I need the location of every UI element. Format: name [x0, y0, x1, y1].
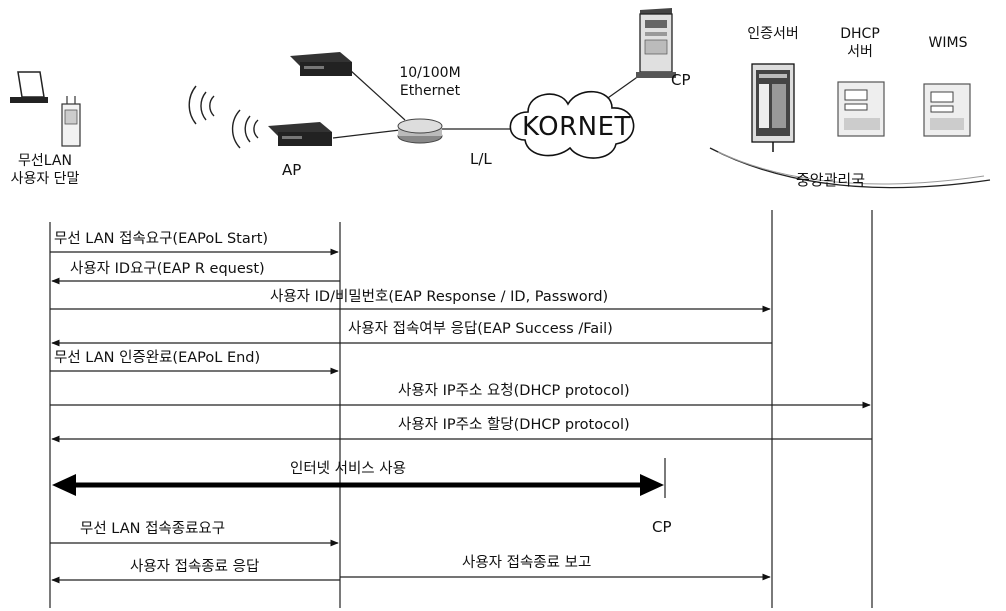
dhcp-label-2: 서버 — [847, 44, 873, 60]
wireless-waves-icon — [188, 85, 259, 149]
ethernet-label-2: Ethernet — [399, 83, 461, 99]
msg-eap-success: 사용자 접속여부 응답(EAP Success /Fail) — [348, 321, 613, 337]
wims-label: WIMS — [928, 35, 968, 51]
kornet-label: KORNET — [522, 112, 631, 142]
central-office-label: 중앙관리국 — [796, 171, 866, 189]
auth-server-label: 인증서버 — [747, 26, 799, 42]
cp-server-icon — [636, 8, 676, 78]
dhcp-server-icon — [837, 81, 885, 137]
msg-dhcp-assign: 사용자 IP주소 할당(DHCP protocol) — [398, 417, 630, 433]
internet-service-double-arrow — [52, 474, 664, 496]
user-terminal-label-2: 사용자 단말 — [10, 171, 80, 187]
msg-disconnect-request: 무선 LAN 접속종료요구 — [80, 521, 226, 537]
message-arrows — [50, 248, 872, 584]
msg-eap-request: 사용자 ID요구(EAP R equest) — [70, 261, 265, 277]
msg-internet-service: 인터넷 서비스 사용 — [290, 461, 406, 477]
auth-server-icon — [751, 63, 795, 152]
cp-bottom-label: CP — [652, 518, 672, 536]
msg-eapol-start: 무선 LAN 접속요구(EAPoL Start) — [54, 231, 269, 247]
dhcp-label-1: DHCP — [840, 26, 880, 42]
msg-disconnect-response: 사용자 접속종료 응답 — [130, 559, 260, 575]
router-icon — [397, 118, 443, 144]
ap-device-icon — [268, 52, 352, 146]
user-terminal-icon — [10, 71, 81, 147]
lifelines — [49, 210, 873, 608]
cp-top-label: CP — [671, 71, 691, 89]
msg-eap-response: 사용자 ID/비밀번호(EAP Response / ID, Password) — [270, 289, 609, 305]
msg-disconnect-report: 사용자 접속종료 보고 — [462, 555, 592, 571]
user-terminal-label-1: 무선LAN — [18, 153, 72, 169]
msg-eapol-end: 무선 LAN 인증완료(EAPoL End) — [54, 350, 261, 366]
wims-server-icon — [923, 83, 971, 137]
central-office-arc — [709, 147, 991, 189]
kornet-cloud-icon — [509, 90, 635, 159]
ethernet-label-1: 10/100M — [399, 65, 461, 81]
msg-dhcp-request: 사용자 IP주소 요청(DHCP protocol) — [398, 383, 630, 399]
ap-label: AP — [282, 161, 302, 179]
leased-line-label: L/L — [470, 150, 492, 168]
